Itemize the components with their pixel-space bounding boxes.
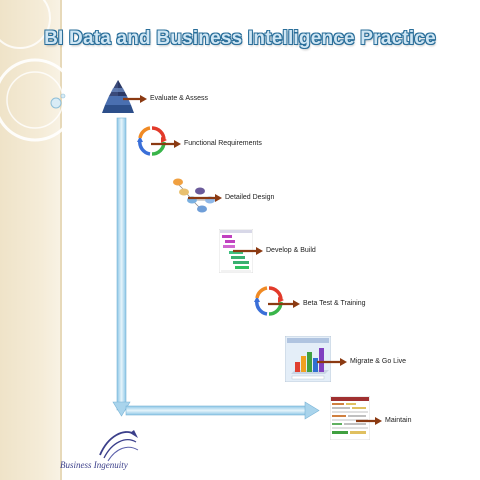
arrow-icon	[188, 193, 222, 202]
arrow-icon	[317, 357, 347, 366]
arrow-icon	[268, 299, 300, 308]
step-label: Develop & Build	[266, 247, 316, 254]
step-label: Maintain	[385, 417, 412, 424]
step-beta-test-training: Beta Test & Training	[254, 284, 366, 323]
step-label: Migrate & Go Live	[350, 358, 407, 365]
arrow-icon	[356, 416, 382, 425]
arrow-icon	[151, 139, 181, 148]
company-logo: Business Ingenuity	[60, 460, 128, 470]
step-label: Evaluate & Assess	[150, 95, 208, 102]
band-edge	[60, 0, 62, 480]
page-title: BI Data and Business Intelligence Practi…	[44, 28, 436, 49]
3d-bar-chart-icon	[284, 335, 332, 387]
arrow-icon	[233, 246, 263, 255]
step-label: Beta Test & Training	[303, 300, 366, 307]
arrow-icon	[123, 94, 147, 103]
step-detailed-design: Detailed Design	[170, 176, 274, 219]
step-label: Functional Requirements	[184, 140, 262, 147]
step-evaluate-assess: Evaluate & Assess	[101, 78, 208, 119]
spreadsheet-icon	[329, 395, 371, 445]
step-label: Detailed Design	[225, 194, 275, 201]
step-develop-build: Develop & Build	[218, 228, 316, 278]
step-maintain: Maintain	[329, 395, 412, 445]
left-decorative-band	[0, 0, 60, 480]
step-migrate-go-live: Migrate & Go Live	[284, 335, 407, 387]
step-functional-requirements: Functional Requirements	[137, 124, 262, 163]
